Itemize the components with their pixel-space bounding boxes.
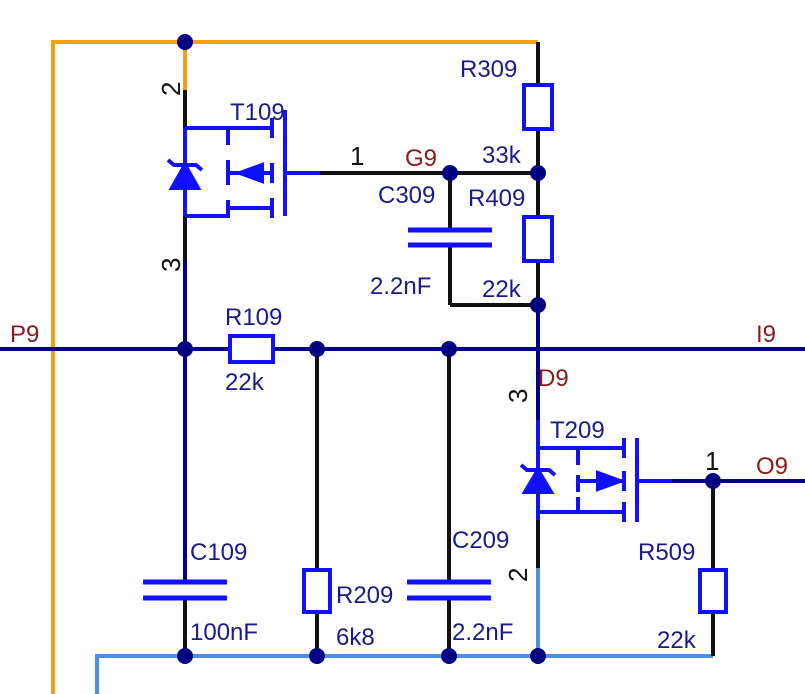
ref-t209: T209 [550, 417, 605, 444]
mosfet-t209-symbol [519, 420, 672, 522]
ref-r209: R209 [336, 582, 393, 609]
net-label-g9: G9 [405, 145, 437, 172]
ref-r309: R309 [460, 56, 517, 83]
ground-wire-light-blue [95, 568, 713, 694]
junction-dots [177, 34, 721, 664]
pin-t209-top: 3 [503, 389, 533, 403]
black-wires [183, 42, 715, 656]
ref-c109: C109 [190, 539, 247, 566]
r209-body [302, 568, 332, 614]
ref-r109: R109 [225, 304, 282, 331]
net-label-i9: I9 [756, 321, 776, 348]
c209-plates [407, 579, 491, 601]
value-c109: 100nF [190, 619, 258, 646]
ref-c209: C209 [452, 527, 509, 554]
ref-c309: C309 [378, 182, 435, 209]
resistor-bodies [228, 83, 728, 614]
ref-r509: R509 [638, 539, 695, 566]
pin-t109-top: 2 [156, 82, 186, 96]
pin-t209-gate: 1 [705, 446, 719, 476]
value-c209: 2.2nF [452, 619, 513, 646]
c109-plates [143, 579, 227, 601]
pin-t109-gate: 1 [350, 141, 364, 171]
value-r209: 6k8 [336, 624, 375, 651]
c309-plates [408, 227, 492, 248]
net-label-d9: D9 [538, 365, 569, 392]
capacitor-plates [143, 227, 492, 601]
mosfet-t109-symbol [166, 110, 320, 218]
value-r409: 22k [482, 276, 522, 303]
pin-t209-bottom: 2 [503, 568, 533, 582]
r409-body [522, 215, 554, 263]
value-r509: 22k [657, 627, 697, 654]
r309-body [522, 83, 554, 131]
value-r309: 33k [482, 142, 522, 169]
net-label-p9: P9 [10, 321, 39, 348]
r509-body [698, 568, 728, 614]
net-label-o9: O9 [756, 453, 788, 480]
ref-t109: T109 [230, 99, 285, 126]
ref-r409: R409 [468, 185, 525, 212]
bus-wire-p9-i9 [0, 260, 805, 580]
r109-body [228, 334, 275, 364]
pin-t109-bottom: 3 [156, 258, 186, 272]
value-c309: 2.2nF [370, 273, 431, 300]
value-r109: 22k [225, 369, 265, 396]
